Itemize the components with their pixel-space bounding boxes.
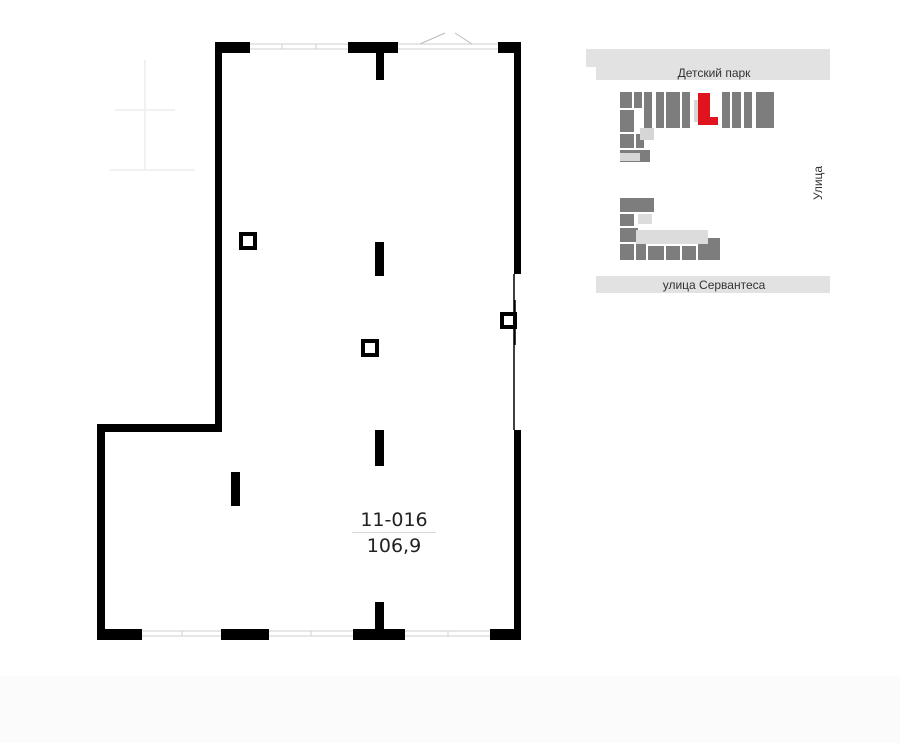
column-center	[361, 339, 379, 357]
window-bottom-3	[405, 630, 490, 637]
street-bottom-label: улица Сервантеса	[663, 278, 766, 292]
wall-step	[97, 424, 222, 432]
street-top-label: Детский парк	[678, 66, 752, 80]
building-upper	[620, 92, 774, 162]
site-plan: Детский парк	[586, 49, 830, 293]
wall-left-lower	[97, 424, 105, 640]
entrance-door	[419, 32, 473, 45]
outer-walls	[97, 42, 521, 640]
column-left	[239, 232, 257, 250]
partition-bottom	[375, 602, 384, 631]
unit-area: 106,9	[366, 535, 422, 557]
wall-thin-segments	[513, 274, 516, 430]
street-top-band	[586, 49, 830, 67]
column-right	[500, 312, 517, 329]
partition-mid-lower	[375, 430, 384, 466]
columns	[231, 53, 384, 631]
windows	[142, 43, 498, 637]
wall-left-upper	[215, 42, 222, 432]
window-bottom-2	[269, 630, 353, 637]
faint-background-marks	[110, 60, 195, 171]
window-top-2	[398, 43, 498, 50]
unit-number: 11-016	[352, 508, 436, 533]
wall-right-bottom	[514, 430, 521, 640]
building-lower-light	[636, 214, 708, 244]
ground-strip	[0, 676, 900, 743]
partition-left	[231, 472, 240, 506]
floor-area	[103, 48, 514, 633]
window-bottom-1	[142, 630, 221, 637]
unit-label: 11-016 106,9	[352, 508, 436, 560]
window-top-1	[250, 43, 348, 50]
street-bottom-band	[596, 276, 830, 293]
selected-unit-marker	[698, 93, 710, 125]
wall-right-top	[514, 42, 521, 274]
partition-mid-upper	[375, 242, 384, 276]
partition-top	[376, 53, 384, 80]
street-right-label: Улица	[811, 166, 825, 200]
hollow-columns	[239, 232, 517, 357]
building-lower	[620, 198, 720, 260]
building-highlight	[698, 93, 718, 125]
